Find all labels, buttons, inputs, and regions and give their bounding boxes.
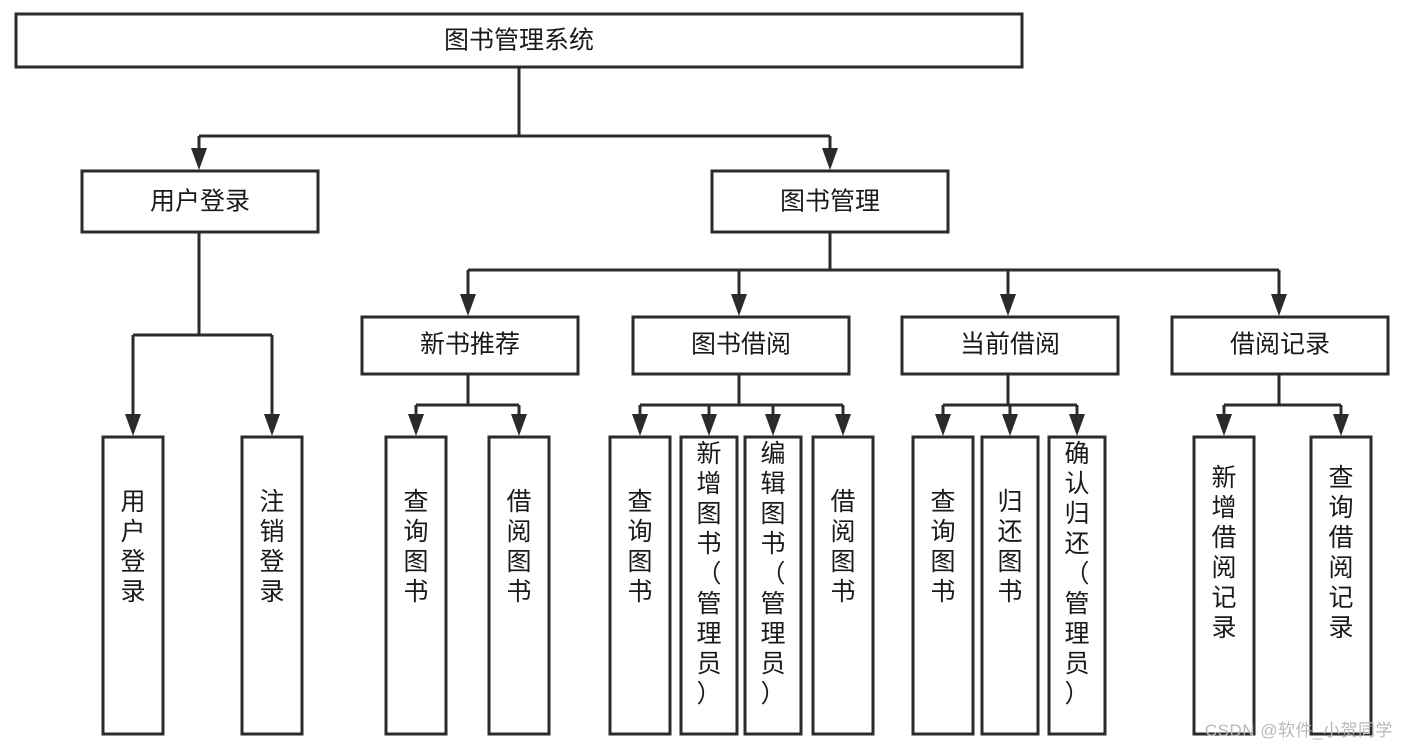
node-book-manage-label: 图书管理 [780,188,880,216]
arrow-to-book-manage [822,148,838,170]
arrow-to-leaf-bb-query [632,414,648,436]
arrow-to-borrow-record [1271,294,1287,316]
node-borrow-record[interactable]: 借阅记录 [1170,315,1390,376]
leaf-cb-query-book-box[interactable] [911,435,975,736]
leaf-bb-query-book-box[interactable] [608,435,672,736]
leaf-nb-borrow-book-label: 借阅图书 [506,488,531,606]
arrow-to-leaf-cb-query [935,414,951,436]
arrow-to-user-login [191,148,207,170]
leaf-bb-edit-book-label: 编辑图书（管理员） [760,440,785,708]
node-new-book-recommend-label: 新书推荐 [420,331,520,359]
node-root-book-system[interactable]: 图书管理系统 [14,12,1024,69]
leaf-bb-add-book-box[interactable] [679,435,739,736]
node-current-borrow-box[interactable] [900,315,1120,376]
leaf-cb-confirm-return-label: 确认归还（管理员） [1064,440,1089,708]
arrow-to-leaf-bb-edit [765,414,781,436]
node-current-borrow[interactable]: 当前借阅 [900,315,1120,376]
leaf-br-query-record[interactable]: 查询借阅记录 [1309,435,1373,736]
leaf-br-query-record-box[interactable] [1309,435,1373,736]
arrow-to-leaf-bb-borrow [835,414,851,436]
node-book-borrow[interactable]: 图书借阅 [631,315,851,376]
leaf-nb-borrow-book-box[interactable] [487,435,551,736]
leaf-cb-return-book-label: 归还图书 [997,488,1022,606]
leaf-cb-confirm-return-box[interactable] [1047,435,1107,736]
leaf-bb-borrow-book[interactable]: 借阅图书 [811,435,875,736]
arrow-to-leaf-nb-query [408,414,424,436]
leaf-logout-box[interactable] [240,435,304,736]
leaf-logout-label: 注销登录 [259,488,284,606]
connector-layer [125,67,1349,436]
node-new-book-recommend[interactable]: 新书推荐 [360,315,580,376]
node-borrow-record-box[interactable] [1170,315,1390,376]
node-book-manage-box[interactable] [710,169,950,234]
arrow-to-leaf-nb-borrow [511,414,527,436]
leaf-user-login-box[interactable] [101,435,165,736]
arrow-to-new-book [460,294,476,316]
leaf-cb-return-book-box[interactable] [980,435,1040,736]
arrow-to-book-borrow [731,294,747,316]
node-new-book-recommend-box[interactable] [360,315,580,376]
arrow-to-leaf-cb-confirm [1069,414,1085,436]
leaf-bb-add-book[interactable]: 新增图书（管理员） [679,435,739,736]
leaf-nb-borrow-book[interactable]: 借阅图书 [487,435,551,736]
arrow-to-leaf-bb-add [701,414,717,436]
leaf-cb-return-book[interactable]: 归还图书 [980,435,1040,736]
leaf-br-add-record[interactable]: 新增借阅记录 [1192,435,1256,736]
leaf-nb-query-book-box[interactable] [384,435,448,736]
leaf-nb-query-book-label: 查询图书 [403,488,428,606]
node-user-login-label: 用户登录 [150,188,250,216]
node-root-label: 图书管理系统 [444,27,594,55]
arrow-to-leaf-br-query [1333,414,1349,436]
node-current-borrow-label: 当前借阅 [960,331,1060,359]
node-book-borrow-label: 图书借阅 [691,331,791,359]
leaf-nb-query-book[interactable]: 查询图书 [384,435,448,736]
leaf-bb-edit-book-box[interactable] [743,435,803,736]
leaf-br-add-record-box[interactable] [1192,435,1256,736]
leaf-bb-borrow-book-label: 借阅图书 [830,488,855,606]
arrow-to-leaf-user-login [125,414,141,436]
leaf-cb-confirm-return[interactable]: 确认归还（管理员） [1047,435,1107,736]
leaf-br-add-record-label: 新增借阅记录 [1211,464,1236,642]
leaf-bb-edit-book[interactable]: 编辑图书（管理员） [743,435,803,736]
arrow-to-leaf-logout [264,414,280,436]
node-borrow-record-label: 借阅记录 [1230,331,1330,359]
leaf-br-query-record-label: 查询借阅记录 [1328,464,1353,642]
leaf-bb-query-book-label: 查询图书 [627,488,652,606]
node-book-manage[interactable]: 图书管理 [710,169,950,234]
arrow-to-current-borrow [1000,294,1016,316]
arrow-to-leaf-br-add [1216,414,1232,436]
leaf-user-login-label: 用户登录 [120,488,145,606]
leaf-bb-query-book[interactable]: 查询图书 [608,435,672,736]
node-user-login[interactable]: 用户登录 [80,169,320,234]
leaf-cb-query-book-label: 查询图书 [930,488,955,606]
node-root-box[interactable] [14,12,1024,69]
leaf-user-login[interactable]: 用户登录 [101,435,165,736]
leaf-logout[interactable]: 注销登录 [240,435,304,736]
leaf-bb-borrow-book-box[interactable] [811,435,875,736]
node-user-login-box[interactable] [80,169,320,234]
node-book-borrow-box[interactable] [631,315,851,376]
arrow-to-leaf-cb-return [1002,414,1018,436]
leaf-cb-query-book[interactable]: 查询图书 [911,435,975,736]
leaf-bb-add-book-label: 新增图书（管理员） [696,440,721,708]
